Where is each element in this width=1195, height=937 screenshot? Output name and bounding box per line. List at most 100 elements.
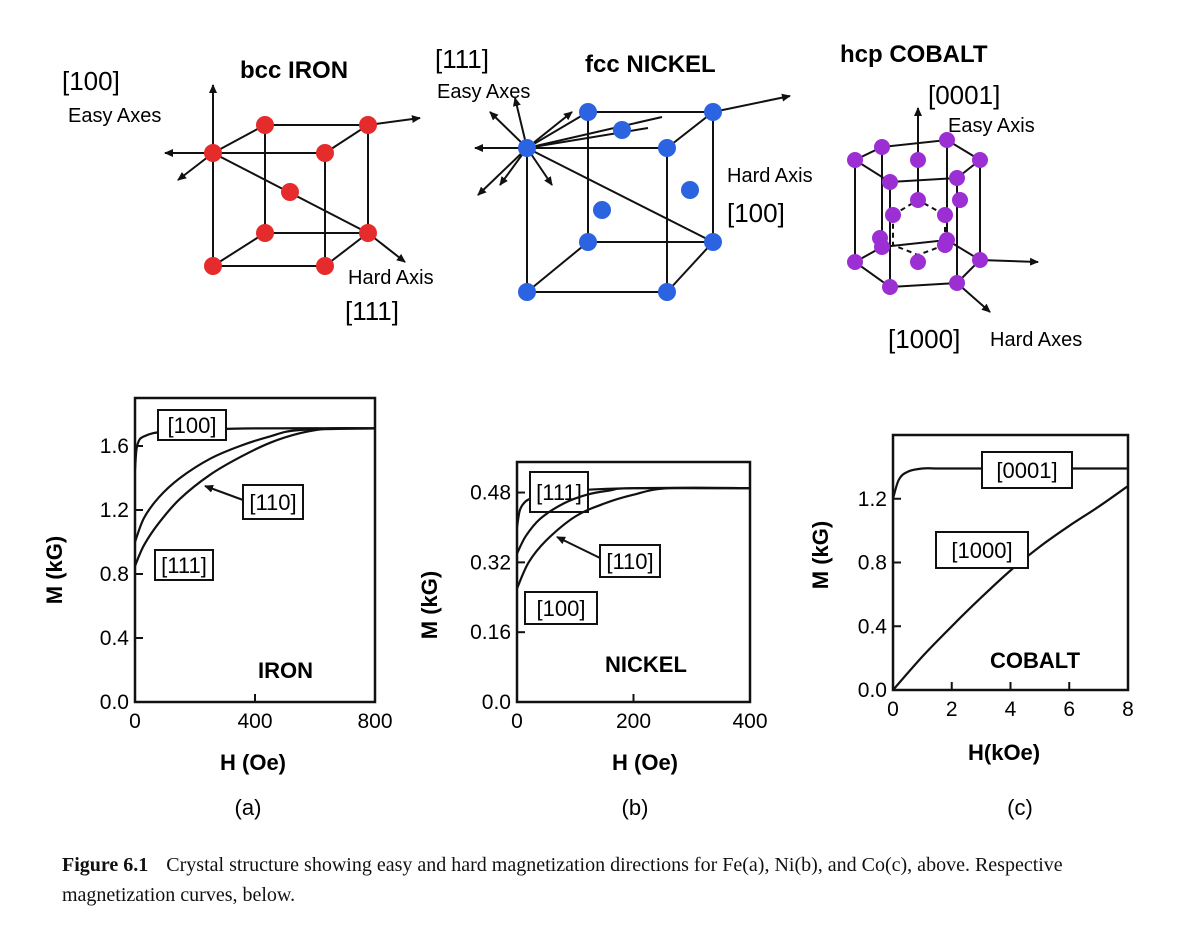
series-line — [133, 427, 376, 543]
x-axis-label: H (Oe) — [612, 750, 678, 775]
x-tick-label: 400 — [732, 710, 767, 733]
y-tick-label: 1.2 — [100, 499, 129, 522]
atom — [972, 252, 988, 268]
atom — [204, 257, 222, 275]
atom — [910, 192, 926, 208]
bcc-hard-direction: [111] — [345, 296, 399, 326]
hcp-hard-direction: [1000] — [888, 324, 960, 354]
atom — [939, 132, 955, 148]
y-tick-label: 0.4 — [100, 627, 130, 650]
series-label-box — [981, 451, 1073, 489]
series-label: [100] — [168, 413, 217, 438]
series-label: [110] — [249, 490, 296, 515]
atom — [952, 192, 968, 208]
y-tick-label: 0.16 — [470, 621, 511, 644]
atom — [518, 283, 536, 301]
y-axis-label: M (kG) — [42, 536, 67, 604]
atom — [972, 152, 988, 168]
atom — [204, 144, 222, 162]
atom — [658, 139, 676, 157]
y-tick-label: 0.0 — [100, 691, 129, 714]
series-label: [1000] — [951, 538, 1012, 563]
series-label: [110] — [606, 549, 653, 574]
x-tick-label: 800 — [357, 710, 392, 733]
y-axis-label: M (kG) — [808, 521, 833, 589]
y-tick-label: 0.0 — [858, 679, 887, 702]
x-tick-label: 0 — [887, 698, 899, 721]
x-axis-label: H (Oe) — [220, 750, 286, 775]
atom — [359, 224, 377, 242]
atom — [316, 257, 334, 275]
y-tick-label: 0.0 — [482, 691, 511, 714]
fcc-easy-label: Easy Axes — [437, 81, 530, 103]
y-axis-label: M (kG) — [417, 571, 442, 639]
y-tick-label: 0.8 — [858, 552, 887, 575]
series-label-leader — [556, 536, 601, 559]
atom — [885, 207, 901, 223]
x-tick-label: 4 — [1005, 698, 1017, 721]
series-label-box — [242, 484, 304, 520]
atom — [937, 207, 953, 223]
x-tick-label: 6 — [1063, 698, 1075, 721]
atom — [593, 201, 611, 219]
series-label-box — [935, 531, 1029, 569]
panel-label: (a) — [235, 795, 262, 820]
atom — [613, 121, 631, 139]
x-tick-label: 0 — [129, 710, 141, 733]
atom — [658, 283, 676, 301]
atom — [256, 224, 274, 242]
fcc-easy-direction: [111] — [435, 44, 489, 74]
chart-panel-1: 0.0 0.4 0.8 1.2 1.6 0 400 800 [100] [110] [111] IRO… — [42, 396, 393, 820]
y-tick-label: 1.6 — [100, 435, 129, 458]
series-label: [111] — [161, 553, 207, 578]
series-label-box — [157, 409, 227, 441]
series-label-box — [599, 544, 661, 578]
bcc-easy-label: Easy Axes — [68, 105, 161, 127]
atom — [681, 181, 699, 199]
y-tick-label: 0.48 — [470, 482, 511, 505]
atom — [518, 139, 536, 157]
series-line — [515, 486, 751, 589]
x-tick-label: 2 — [946, 698, 958, 721]
hcp-title: hcp COBALT — [840, 41, 988, 68]
x-tick-label: 8 — [1122, 698, 1134, 721]
chart-material-label: COBALT — [990, 648, 1081, 673]
fcc-nickel-crystal: fcc NICKEL [111] Easy Axes — [435, 44, 813, 301]
x-axis-label: H(kOe) — [968, 740, 1040, 765]
series-line — [133, 426, 376, 567]
atom — [281, 183, 299, 201]
hcp-hard-label: Hard Axes — [990, 329, 1082, 351]
atom — [882, 279, 898, 295]
series-label: [111] — [536, 480, 582, 505]
bcc-atoms — [204, 116, 377, 275]
series-line — [133, 427, 376, 471]
y-tick-label: 0.4 — [858, 615, 888, 638]
panel-label: (b) — [622, 795, 649, 820]
atom — [949, 170, 965, 186]
bcc-title: bcc IRON — [240, 57, 348, 84]
series-line — [516, 486, 751, 555]
series-label: [0001] — [996, 458, 1057, 483]
series-label-box — [154, 549, 214, 581]
fcc-hard-label: Hard Axis — [727, 165, 813, 187]
y-tick-label: 1.2 — [858, 488, 887, 511]
bcc-iron-crystal: bcc IRON [100] Easy Axes — [62, 57, 434, 326]
panel-label: (c) — [1007, 795, 1033, 820]
hcp-easy-label: Easy Axis — [948, 115, 1035, 137]
series-line — [892, 485, 1129, 691]
y-tick-label: 0.8 — [100, 563, 129, 586]
atom — [874, 139, 890, 155]
x-tick-label: 0 — [511, 710, 523, 733]
caption-label: Figure 6.1 — [62, 854, 149, 876]
series-label: [100] — [537, 596, 586, 621]
atom — [949, 275, 965, 291]
x-tick-label: 400 — [237, 710, 272, 733]
atom — [359, 116, 377, 134]
y-tick-label: 0.32 — [470, 551, 511, 574]
hcp-atoms — [847, 132, 988, 295]
chart-material-label: IRON — [258, 658, 313, 683]
atom — [579, 103, 597, 121]
atom — [579, 233, 597, 251]
